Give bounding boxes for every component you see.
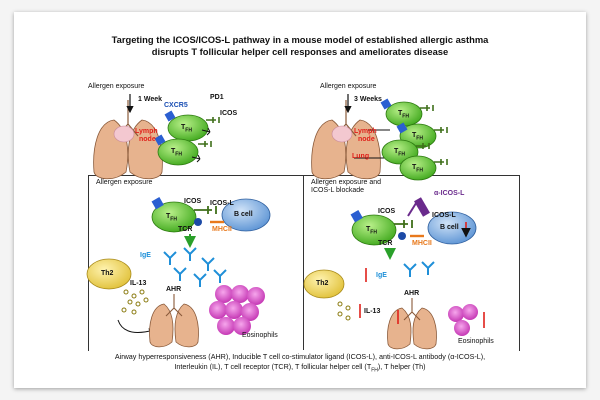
figure-caption: Airway hyperresponsiveness (AHR), Induci…	[14, 352, 586, 375]
figure-card: Targeting the ICOS/ICOS-L pathway in a m…	[14, 12, 586, 388]
bcell-label-bottom-left: B cell	[234, 211, 253, 218]
mhcii-label-bottom-right: MHCII	[412, 240, 432, 247]
synapse-bottom-right	[350, 197, 477, 260]
lung-label: Lung	[352, 153, 370, 160]
eosinophils-label-bottom-left: Eosinophils	[242, 332, 278, 339]
icos-label-bottom-left: ICOS	[184, 198, 202, 205]
cxcr5-label: CXCR5	[164, 102, 188, 109]
il13-dots-left	[121, 289, 149, 315]
eosinophils-right	[448, 304, 478, 336]
il13-dots-right	[337, 301, 351, 321]
tfh-label-bottom-left: TFH	[166, 213, 177, 223]
lungs-bottom-right	[387, 298, 437, 350]
th2-cell-left	[86, 258, 132, 290]
ige-antibodies-left	[163, 247, 227, 287]
tcr-label-bottom-right: TCR	[378, 240, 393, 247]
ige-label-bottom-right: IgE	[376, 272, 387, 279]
il13-label-bottom-right: IL-13	[364, 308, 381, 315]
ige-label-bottom-left: IgE	[140, 252, 151, 259]
mhcii-label-bottom-left: MHCII	[212, 226, 232, 233]
icosl-label-bottom-right: ICOS-L	[432, 212, 456, 219]
allergen-label-bottom-right-2: ICOS-L blockade	[311, 187, 365, 194]
icosl-label-bottom-left: ICOS-L	[210, 200, 234, 207]
tfh-label-top-left-1: TFH	[181, 124, 192, 134]
lungs-top-right	[311, 100, 381, 180]
tfh-cells-top-right	[380, 98, 448, 181]
diagram-artwork	[86, 94, 485, 350]
tfh-label-top-right-2: TFH	[412, 132, 423, 142]
tfh-label-bottom-right: TFH	[366, 226, 377, 236]
tcr-label-bottom-left: TCR	[178, 226, 193, 233]
ahr-label-bottom-left: AHR	[166, 286, 182, 293]
tfh-cells-top-left	[154, 110, 220, 166]
lymph-label-top-right-1: Lymph	[354, 128, 377, 135]
tfh-label-top-right-4: TFH	[412, 164, 423, 174]
lymph-label-top-left-1: Lymph	[135, 128, 158, 135]
ahr-label-bottom-right: AHR	[404, 290, 420, 297]
caption-line-2: Interleukin (IL), T cell receptor (TCR),…	[174, 362, 426, 374]
bcell-label-bottom-right: B cell	[440, 224, 459, 231]
th2-label-bottom-left: Th2	[101, 270, 114, 277]
lungs-top-left	[93, 100, 163, 180]
ige-antibodies-right	[403, 261, 435, 277]
icos-label-top-left: ICOS	[220, 110, 238, 117]
il13-label-bottom-left: IL-13	[130, 280, 147, 287]
figure-title: Targeting the ICOS/ICOS-L pathway in a m…	[14, 34, 586, 58]
title-line-1: Targeting the ICOS/ICOS-L pathway in a m…	[111, 34, 489, 45]
icos-label-bottom-right: ICOS	[378, 208, 396, 215]
title-line-2: disrupts T follicular helper cell respon…	[151, 46, 449, 57]
pd1-label: PD1	[210, 94, 224, 101]
eosinophils-left	[209, 285, 265, 335]
time-label-1-week: 1 Week	[138, 96, 162, 103]
allergen-label-bottom-left: Allergen exposure	[96, 179, 153, 186]
time-label-3-weeks: 3 Weeks	[354, 96, 382, 103]
caption-line-1: Airway hyperresponsiveness (AHR), Induci…	[114, 352, 486, 361]
allergen-label-top-right: Allergen exposure	[320, 83, 377, 90]
bottom-panel-frame	[88, 175, 520, 351]
th2-label-bottom-right: Th2	[316, 280, 329, 287]
synapse-bottom-left	[151, 197, 271, 248]
anti-icosl-label: α-ICOS-L	[434, 190, 465, 197]
tfh-label-top-right-3: TFH	[394, 148, 405, 158]
tfh-label-top-right-1: TFH	[398, 110, 409, 120]
eosinophils-label-bottom-right: Eosinophils	[458, 338, 494, 345]
th2-cell-right	[303, 269, 345, 299]
lymph-label-top-left-2: node	[139, 136, 156, 143]
allergen-label-top-left: Allergen exposure	[88, 83, 145, 90]
tfh-label-top-left-2: TFH	[171, 148, 182, 158]
lymph-label-top-right-2: node	[358, 136, 375, 143]
allergen-label-bottom-right-1: Allergen exposure and	[311, 179, 382, 186]
lungs-bottom-left	[149, 294, 199, 348]
panel-divider	[303, 175, 304, 350]
